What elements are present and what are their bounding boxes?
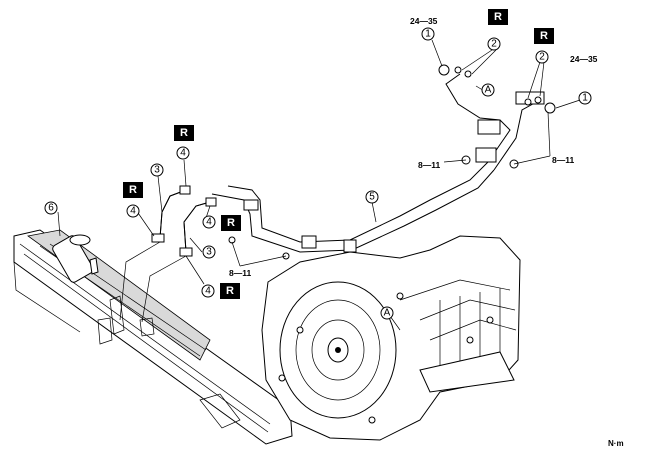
svg-text:1: 1 — [425, 29, 431, 40]
replace-badge: R — [534, 28, 554, 44]
callout-4-top: 4 — [176, 146, 190, 160]
svg-text:A: A — [384, 308, 391, 319]
callout-a-pipe: A — [481, 83, 495, 97]
cooler-hoses — [119, 185, 217, 323]
replace-badge: R — [221, 215, 241, 231]
radiator-cap — [69, 234, 91, 246]
torque-label: 24—35 — [570, 54, 598, 64]
svg-text:3: 3 — [154, 165, 160, 176]
torque-label: 8—11 — [552, 155, 574, 165]
svg-text:R: R — [226, 285, 234, 297]
svg-text:R: R — [180, 127, 188, 139]
replace-badge: R — [220, 283, 240, 299]
banjo-bolt-right — [544, 102, 556, 114]
callout-a-transmission: A — [380, 306, 394, 320]
svg-text:2: 2 — [539, 52, 545, 63]
hose-clamp — [179, 185, 191, 195]
callout-2-left: 2 — [487, 37, 501, 51]
svg-text:4: 4 — [206, 217, 212, 228]
banjo-bolt-left — [438, 64, 450, 76]
callout-3-left: 3 — [150, 163, 164, 177]
hose-clamp — [205, 197, 217, 207]
pipe-bracket — [301, 235, 317, 249]
svg-text:4: 4 — [180, 148, 186, 159]
svg-text:R: R — [494, 11, 502, 23]
callout-4-middle: 4 — [202, 215, 216, 229]
pipe-bracket-upper — [475, 147, 497, 163]
torque-label: 24—35 — [410, 16, 438, 26]
callout-1-right: 1 — [578, 91, 592, 105]
leader-lines — [57, 39, 581, 331]
svg-text:R: R — [129, 184, 137, 196]
callout-4-bottom: 4 — [201, 284, 215, 298]
torque-unit-label: N·m — [608, 439, 624, 448]
torque-label: 8—11 — [229, 268, 251, 278]
callout-5: 5 — [365, 190, 379, 204]
svg-text:4: 4 — [130, 206, 136, 217]
oil-pipe-assembly — [211, 64, 556, 260]
callout-1-left: 1 — [421, 27, 435, 41]
svg-text:R: R — [227, 217, 235, 229]
callout-6: 6 — [44, 201, 58, 215]
svg-text:5: 5 — [369, 192, 375, 203]
pipe-clamp — [243, 199, 259, 211]
replace-badge: R — [488, 9, 508, 25]
callout-3-right: 3 — [202, 245, 216, 259]
svg-text:R: R — [540, 30, 548, 42]
svg-text:3: 3 — [206, 247, 212, 258]
svg-text:2: 2 — [491, 39, 497, 50]
callout-2-right: 2 — [535, 50, 549, 64]
automatic-transmission — [261, 235, 521, 441]
radiator — [13, 229, 293, 445]
svg-text:1: 1 — [582, 93, 588, 104]
hose-clamp — [151, 233, 165, 243]
hose-clamp — [179, 247, 193, 257]
radiator-filler-neck — [52, 235, 94, 283]
replace-badge: R — [174, 125, 194, 141]
svg-text:6: 6 — [48, 203, 54, 214]
torque-label: 8—11 — [418, 160, 440, 170]
svg-text:4: 4 — [205, 286, 211, 297]
svg-text:A: A — [485, 85, 492, 96]
replace-badge: R — [123, 182, 143, 198]
callout-4-left: 4 — [126, 204, 140, 218]
